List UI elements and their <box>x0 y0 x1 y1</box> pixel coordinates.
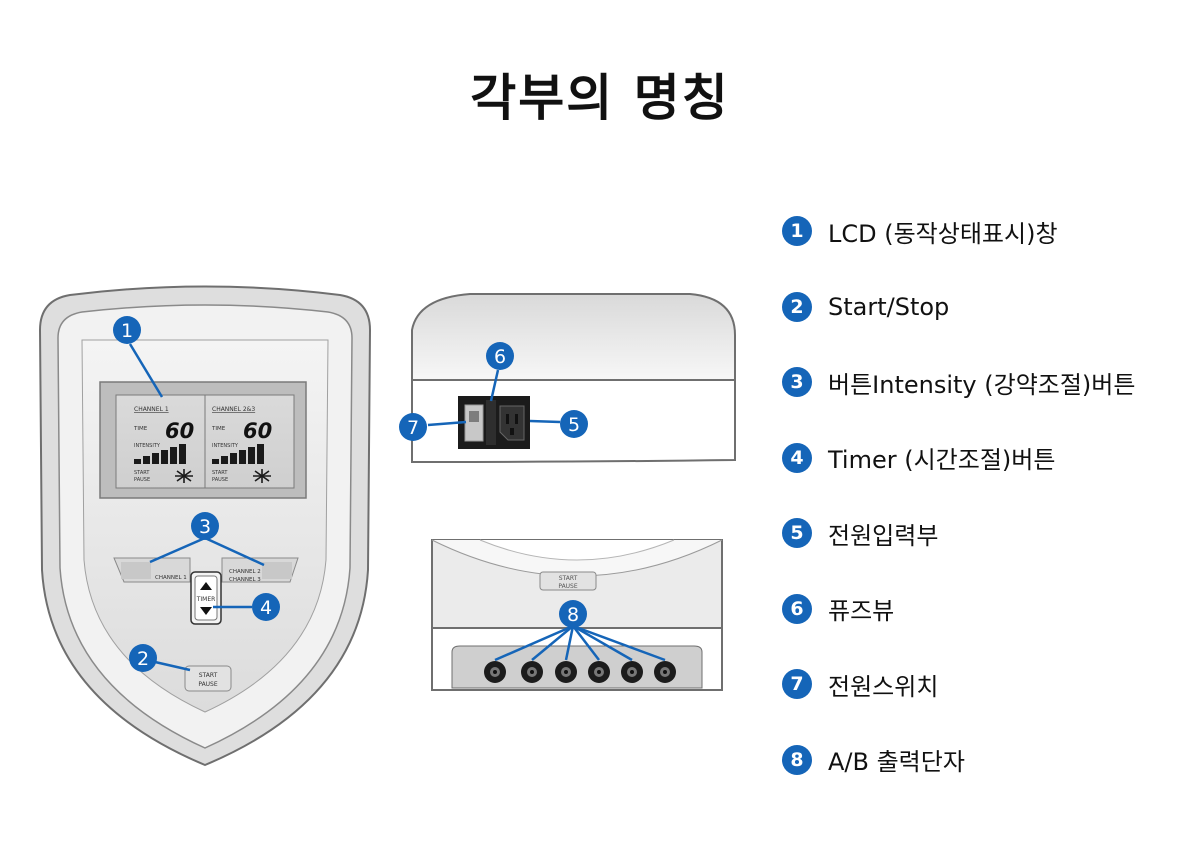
callout-lines <box>128 343 666 672</box>
output-jack-6[interactable] <box>654 661 676 683</box>
callout-6: 6 <box>486 342 514 370</box>
legend-label-2: Start/Stop <box>828 292 950 321</box>
callout-badges: 1 3 4 2 6 7 5 8 <box>113 316 588 672</box>
output-jack-4[interactable] <box>588 661 610 683</box>
legend-label-4: Timer (시간조절)버튼 <box>828 446 1056 474</box>
legend-badge-5: 5 <box>782 518 812 548</box>
callout-4: 4 <box>252 593 280 621</box>
bottom-view: START PAUSE <box>431 539 723 691</box>
bottom-view-inner-curve <box>479 539 675 561</box>
callout-3: 3 <box>191 512 219 540</box>
legend-label-5: 전원입력부 <box>828 521 939 550</box>
timer-label: TIMER <box>196 596 216 603</box>
legend-item-5: 5 전원입력부 <box>782 518 1192 550</box>
lcd-time-label-right: TIME <box>211 426 226 432</box>
parts-legend: 1 LCD (동작상태표시)창 2 Start/Stop 3 버튼Intensi… <box>782 216 1192 820</box>
lcd-intensity-bars-left <box>134 444 186 464</box>
timer-up-arrow-icon[interactable] <box>200 582 212 590</box>
callout-5: 5 <box>560 410 588 438</box>
output-jacks <box>484 661 676 683</box>
callout-1: 1 <box>113 316 141 344</box>
output-jack-1[interactable] <box>484 661 506 683</box>
callout-3-number: 3 <box>199 516 211 538</box>
callout-8-number: 8 <box>567 604 579 626</box>
legend-item-7: 7 전원스위치 <box>782 669 1192 701</box>
lcd-start-label-left: START <box>134 470 150 476</box>
callout-1-number: 1 <box>121 320 133 342</box>
lcd-time-label-left: TIME <box>133 426 148 432</box>
legend-label-7: 전원스위치 <box>828 672 939 701</box>
channel2-label: CHANNEL 2 <box>229 569 261 575</box>
start-button-start-label: START <box>199 672 218 679</box>
callout-4-number: 4 <box>260 597 272 619</box>
legend-item-6: 6 퓨즈뷰 <box>782 593 1192 625</box>
start-pause-button[interactable]: START PAUSE <box>184 665 232 692</box>
legend-badge-8: 8 <box>782 744 812 775</box>
start-button-pause-label: PAUSE <box>198 681 218 688</box>
bottom-start-label: START <box>559 575 578 582</box>
legend-badge-3: 3 <box>782 367 812 397</box>
lcd-channel-right: CHANNEL 2&3 <box>212 406 255 413</box>
lcd-fan-icon-left <box>175 469 193 483</box>
power-switch[interactable] <box>464 404 484 442</box>
output-jack-2[interactable] <box>521 661 543 683</box>
legend-item-1: 1 LCD (동작상태표시)창 <box>782 216 1192 248</box>
socket-pin-1 <box>506 414 509 424</box>
callout-8: 8 <box>559 600 587 628</box>
legend-item-4: 4 Timer (시간조절)버튼 <box>782 442 1192 474</box>
callout-7-number: 7 <box>407 417 419 439</box>
callout-2: 2 <box>129 644 157 672</box>
lcd-start-label-right: START <box>212 470 228 476</box>
legend-label-1: LCD (동작상태표시)창 <box>828 219 1058 248</box>
lcd-window: CHANNEL 1 CHANNEL 2&3 TIME 60 TIME 60 IN… <box>99 381 307 499</box>
legend-badge-6: 6 <box>782 593 812 624</box>
lcd-intensity-label-left: INTENSITY <box>134 443 161 449</box>
legend-badge-7: 7 <box>782 669 812 699</box>
power-switch-rocker <box>469 411 479 422</box>
callout-5-number: 5 <box>568 414 580 436</box>
lcd-intensity-label-right: INTENSITY <box>212 443 239 449</box>
callout-7: 7 <box>399 413 427 441</box>
fuse-view <box>486 400 496 445</box>
legend-item-2: 2 Start/Stop <box>782 291 1192 322</box>
legend-label-6: 퓨즈뷰 <box>828 597 895 625</box>
output-jack-5[interactable] <box>621 661 643 683</box>
legend-label-3: 버튼Intensity (강약조절)버튼 <box>828 370 1136 399</box>
lcd-time-value-left: 60 <box>165 419 194 443</box>
legend-label-8: A/B 출력단자 <box>828 748 965 776</box>
timer-button[interactable]: TIMER <box>190 571 222 625</box>
legend-badge-4: 4 <box>782 442 812 473</box>
bottom-pause-label: PAUSE <box>558 583 578 590</box>
socket-pin-2 <box>515 414 518 424</box>
channel3-label: CHANNEL 3 <box>229 577 261 583</box>
channel1-label: CHANNEL 1 <box>155 575 187 581</box>
lcd-pause-label-left: PAUSE <box>134 477 150 483</box>
rear-view-top <box>411 293 736 381</box>
callout-2-number: 2 <box>137 648 149 670</box>
legend-item-3: 3 버튼Intensity (강약조절)버튼 <box>782 367 1192 399</box>
lcd-channel-left: CHANNEL 1 <box>134 406 169 413</box>
legend-item-8: 8 A/B 출력단자 <box>782 744 1192 776</box>
intensity-pad-right <box>262 562 292 579</box>
lcd-time-value-right: 60 <box>243 419 272 443</box>
timer-down-arrow-icon[interactable] <box>200 607 212 615</box>
page-title: 각부의 명칭 <box>470 69 730 127</box>
output-jack-3[interactable] <box>555 661 577 683</box>
bottom-start-pause-button[interactable]: START PAUSE <box>539 571 597 591</box>
lcd-fan-icon-right <box>253 469 271 483</box>
lcd-intensity-bars-right <box>212 444 264 464</box>
legend-badge-2: 2 <box>782 291 812 322</box>
callout-6-number: 6 <box>494 346 506 368</box>
socket-pin-3 <box>510 428 514 435</box>
intensity-pad-left <box>121 562 151 579</box>
lcd-pause-label-right: PAUSE <box>212 477 228 483</box>
legend-badge-1: 1 <box>782 216 812 246</box>
